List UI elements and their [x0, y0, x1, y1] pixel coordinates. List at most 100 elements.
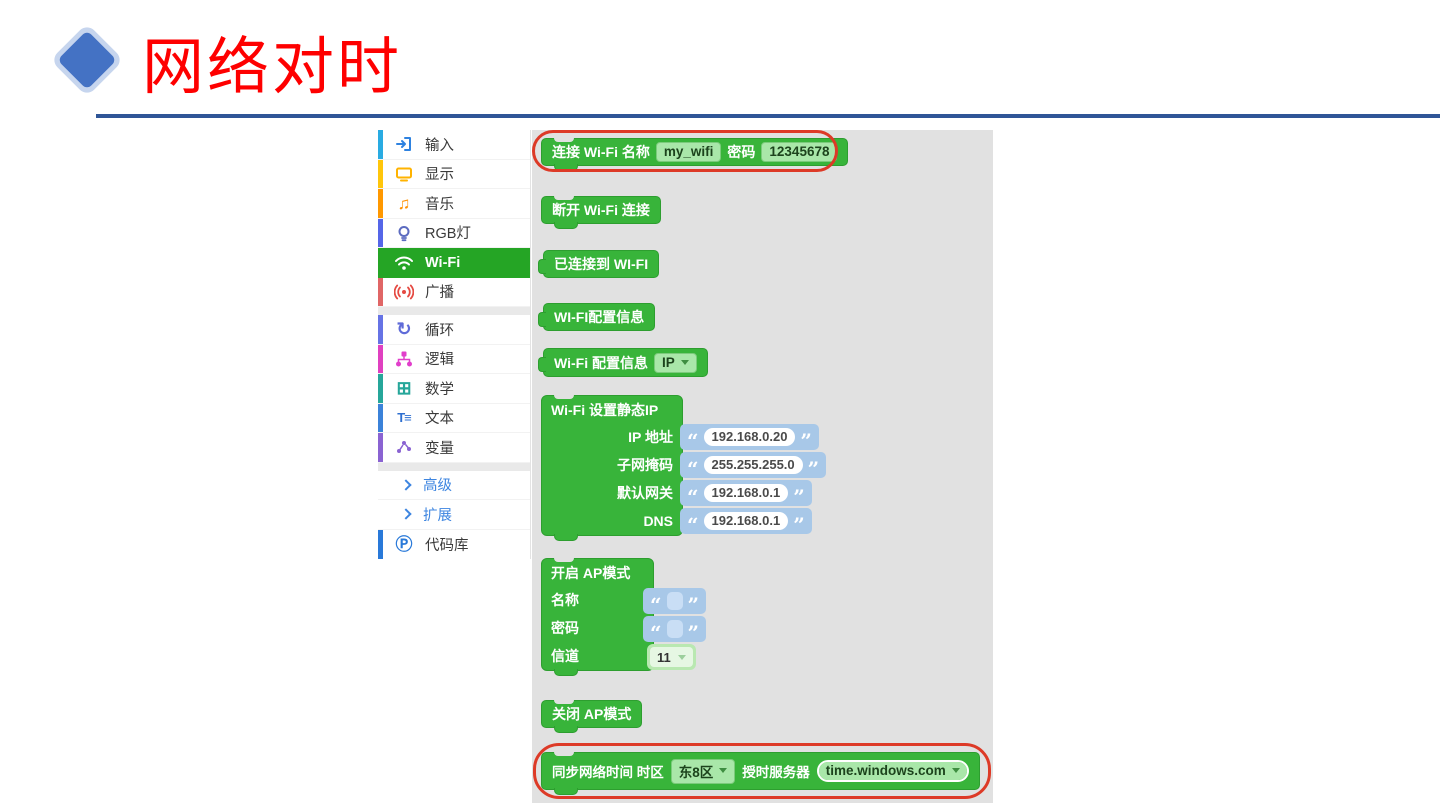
string-value-empty[interactable] — [666, 620, 683, 638]
category-color-bar — [378, 374, 383, 403]
variable-icon — [392, 438, 416, 456]
loop-icon — [392, 320, 416, 338]
chevron-right-icon — [400, 508, 412, 520]
category-color-bar — [378, 159, 383, 188]
block-title: 开启 AP模式 — [551, 564, 631, 581]
category-color-bar — [378, 403, 383, 432]
ntp-server-dropdown[interactable]: time.windows.com — [818, 762, 967, 780]
dropdown-value: 东8区 — [678, 764, 714, 780]
sidebar-item-logic[interactable]: 逻辑 — [378, 344, 530, 374]
title-diamond-icon — [57, 30, 117, 90]
block-label: 已连接到 WI-FI — [554, 256, 649, 272]
page-title: 网络对时 — [142, 34, 403, 102]
sidebar-item-input[interactable]: 输入 — [378, 130, 530, 160]
sidebar-item-text[interactable]: 文本 — [378, 403, 530, 433]
string-block-dns[interactable]: 192.168.0.1 — [680, 508, 812, 534]
block-ap-mode-on[interactable]: 开启 AP模式 名称 密码 信道 — [541, 558, 654, 676]
block-label: 同步网络时间 时区 — [552, 765, 664, 780]
sidebar-item-music[interactable]: 音乐 — [378, 189, 530, 219]
sidebar-item-wifi[interactable]: Wi-Fi — [378, 248, 530, 278]
static-ip-row-label: 子网掩码 — [617, 457, 673, 473]
sidebar-item-broadcast[interactable]: 广播 — [378, 277, 530, 307]
ap-channel-label: 信道 — [551, 648, 579, 664]
broadcast-icon — [392, 284, 416, 300]
category-color-bar — [378, 433, 383, 462]
block-connect-wifi[interactable]: 连接 Wi-Fi 名称 my_wifi 密码 12345678 — [541, 138, 849, 171]
block-sync-network-time[interactable]: 同步网络时间 时区 东8区 授时服务器 time.windows.com — [541, 752, 980, 795]
sidebar-item-label: RGB灯 — [425, 226, 471, 243]
ap-name-label: 名称 — [551, 592, 579, 608]
sidebar-item-label: 变量 — [425, 440, 454, 457]
config-option-dropdown[interactable]: IP — [653, 352, 697, 373]
ap-password-label: 密码 — [551, 620, 579, 636]
code-library-icon — [392, 536, 416, 553]
category-color-bar — [378, 344, 383, 373]
block-disconnect-wifi[interactable]: 断开 Wi-Fi 连接 — [541, 196, 661, 229]
sidebar-item-code-library[interactable]: 代码库 — [378, 529, 530, 559]
block-wifi-connected[interactable]: 已连接到 WI-FI — [537, 250, 660, 278]
sidebar-item-loop[interactable]: 循环 — [378, 315, 530, 345]
string-value[interactable]: 255.255.255.0 — [703, 456, 803, 474]
block-ap-mode-off[interactable]: 关闭 AP模式 — [541, 700, 643, 733]
server-socket: time.windows.com — [816, 760, 969, 782]
logic-icon — [392, 350, 416, 368]
string-block-gateway[interactable]: 192.168.0.1 — [680, 480, 812, 506]
sidebar-item-advanced[interactable]: 高级 — [378, 471, 530, 500]
string-block-ap-password[interactable] — [643, 616, 707, 642]
sidebar-item-math[interactable]: 数学 — [378, 374, 530, 404]
title-underline — [96, 114, 1440, 118]
wifi-icon — [392, 255, 416, 271]
sidebar-item-variable[interactable]: 变量 — [378, 433, 530, 463]
ap-channel-dropdown[interactable]: 11 — [647, 644, 696, 670]
block-wifi-config-info[interactable]: WI-FI配置信息 — [537, 303, 656, 331]
block-set-static-ip[interactable]: Wi-Fi 设置静态IP IP 地址 子网掩码 默认网关 DNS — [541, 395, 683, 541]
block-label: Wi-Fi 配置信息 — [554, 354, 648, 371]
sidebar-item-label: 循环 — [425, 322, 454, 339]
sidebar-item-label: 数学 — [425, 381, 454, 398]
wifi-ssid-field[interactable]: my_wifi — [655, 142, 722, 162]
wifi-password-field[interactable]: 12345678 — [761, 142, 838, 162]
sidebar-item-display[interactable]: 显示 — [378, 159, 530, 189]
sidebar-item-label: Wi-Fi — [425, 254, 461, 271]
sidebar-item-label: 广播 — [425, 285, 454, 302]
static-ip-row-label: IP 地址 — [628, 429, 673, 445]
static-ip-row-label: 默认网关 — [617, 485, 673, 501]
string-value[interactable]: 192.168.0.20 — [703, 428, 796, 446]
string-block-ip-address[interactable]: 192.168.0.20 — [680, 424, 819, 450]
block-label: 密码 — [727, 144, 756, 160]
string-block-subnet-mask[interactable]: 255.255.255.0 — [680, 452, 827, 478]
category-color-bar — [378, 277, 383, 306]
string-value[interactable]: 192.168.0.1 — [703, 512, 789, 530]
block-category-sidebar: 输入 显示 音乐 RGB灯 Wi-Fi 广播 循环 — [378, 130, 531, 559]
rgb-light-icon — [392, 224, 416, 242]
string-value-empty[interactable] — [666, 592, 683, 610]
block-wifi-config-select[interactable]: Wi-Fi 配置信息 IP — [538, 348, 708, 377]
dropdown-value: IP — [661, 354, 675, 370]
sidebar-item-label: 显示 — [425, 167, 454, 184]
sidebar-item-rgb-light[interactable]: RGB灯 — [378, 218, 530, 248]
sidebar-group-separator — [378, 307, 530, 315]
block-label: 连接 Wi-Fi 名称 — [552, 144, 650, 160]
string-value[interactable]: 192.168.0.1 — [703, 484, 789, 502]
chevron-down-icon — [951, 768, 960, 773]
sidebar-item-extension[interactable]: 扩展 — [378, 500, 530, 530]
string-block-ap-name[interactable] — [643, 588, 707, 614]
sidebar-item-label: 逻辑 — [425, 352, 454, 369]
sidebar-item-label: 文本 — [425, 411, 454, 428]
category-color-bar — [378, 189, 383, 218]
block-label: 断开 Wi-Fi 连接 — [552, 202, 650, 218]
timezone-dropdown[interactable]: 东8区 — [670, 758, 736, 784]
display-icon — [392, 165, 416, 183]
workspace-canvas[interactable]: 连接 Wi-Fi 名称 my_wifi 密码 12345678 断开 Wi-Fi… — [532, 130, 993, 803]
chevron-right-icon — [400, 479, 412, 491]
chevron-down-icon — [680, 359, 689, 365]
category-color-bar — [378, 315, 383, 344]
chevron-down-icon — [719, 768, 728, 773]
music-icon — [392, 195, 416, 212]
dropdown-value: 11 — [657, 649, 671, 665]
block-title: Wi-Fi 设置静态IP — [551, 401, 659, 418]
sidebar-item-label: 扩展 — [423, 507, 452, 524]
block-label: 授时服务器 — [742, 765, 810, 780]
chevron-down-icon — [677, 654, 686, 660]
category-color-bar — [378, 218, 383, 247]
